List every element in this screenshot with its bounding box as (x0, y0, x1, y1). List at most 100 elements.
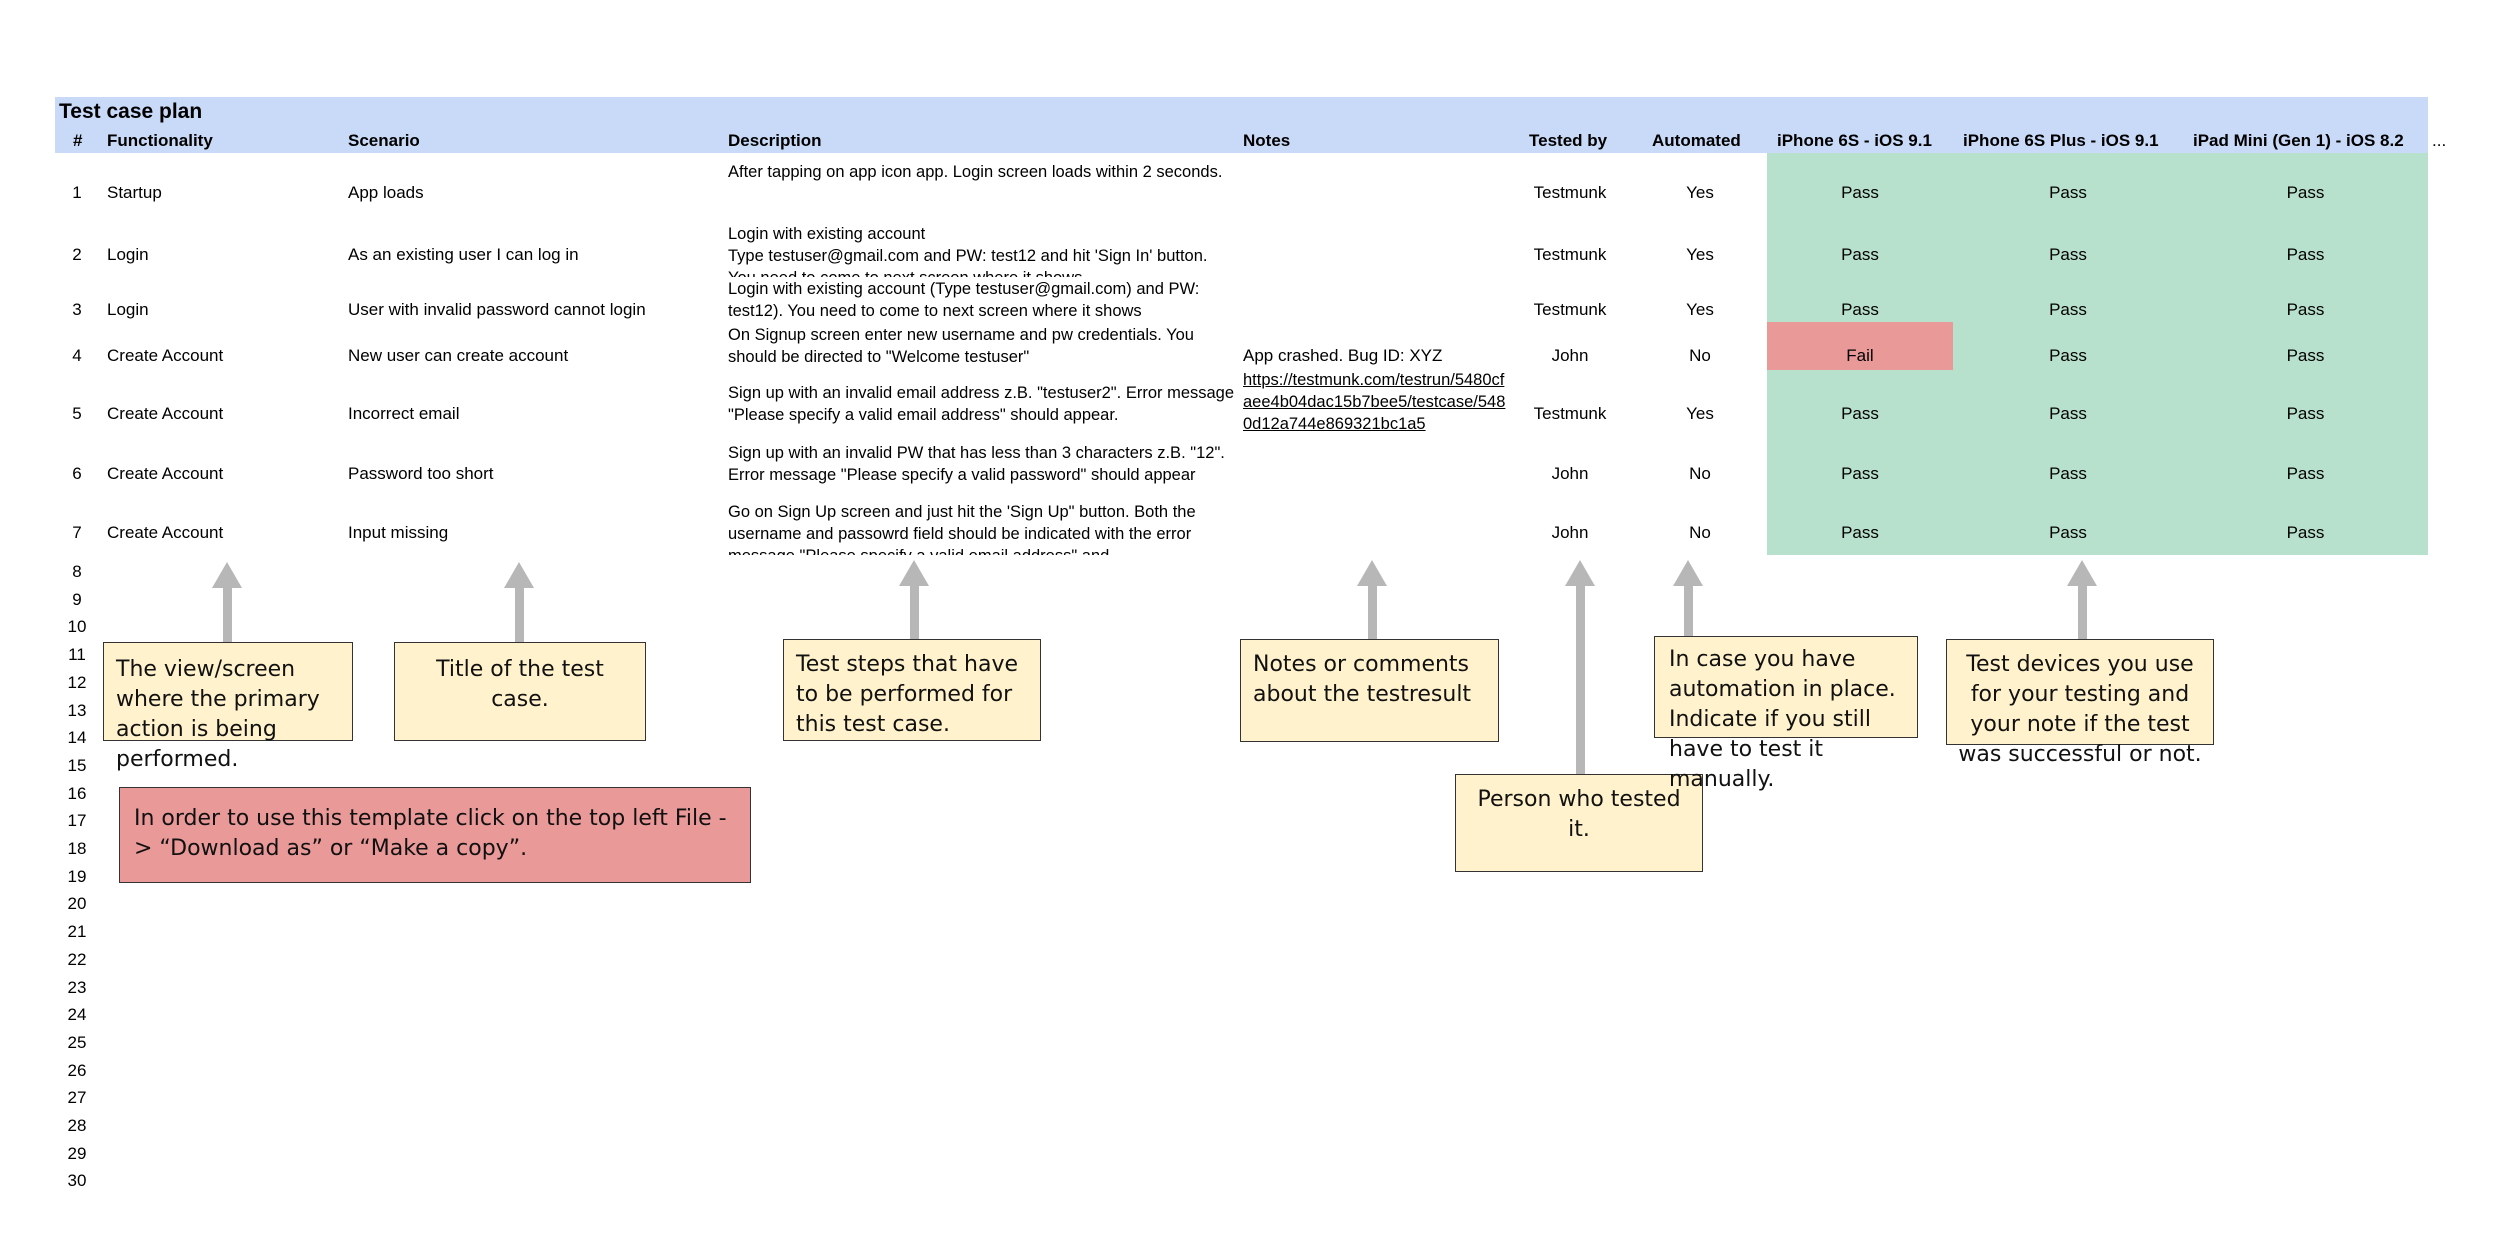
cell-scenario[interactable]: App loads (348, 183, 424, 202)
row-number: 30 (67, 1171, 87, 1191)
cell-d1[interactable]: Pass (1841, 300, 1879, 319)
arrow-up-icon (504, 562, 534, 642)
cell-d2[interactable]: Pass (2049, 464, 2087, 483)
cell-d1[interactable]: Pass (1841, 464, 1879, 483)
cell-d2[interactable]: Pass (2049, 300, 2087, 319)
cell-functionality[interactable]: Login (107, 245, 149, 264)
cell-d3[interactable]: Pass (2286, 404, 2325, 423)
cell-tested-by[interactable]: John (1551, 523, 1589, 542)
notes-link[interactable]: https://testmunk.com/testrun/5480cfaee4b… (1243, 371, 1506, 433)
col-header-device-1[interactable]: iPhone 6S - iOS 9.1 (1777, 131, 1932, 150)
cell-tested-by[interactable]: John (1551, 464, 1589, 483)
cell-d1[interactable]: Fail (1846, 346, 1874, 365)
cell-num[interactable]: 2 (72, 245, 82, 264)
cell-automated[interactable]: No (1689, 346, 1711, 365)
cell-num[interactable]: 3 (72, 300, 82, 319)
callout-automated: In case you have automation in place. In… (1654, 636, 1918, 792)
cell-d3[interactable]: Pass (2286, 245, 2325, 264)
cell-d2[interactable]: Pass (2049, 346, 2087, 365)
arrow-up-icon (212, 562, 242, 642)
header-band (55, 97, 2428, 153)
arrow-up-icon (2067, 560, 2097, 639)
cell-functionality[interactable]: Create Account (107, 464, 224, 483)
row-number: 17 (67, 811, 87, 831)
col-header-device-3[interactable]: iPad Mini (Gen 1) - iOS 8.2 (2193, 131, 2404, 150)
cell-d1[interactable]: Pass (1841, 523, 1879, 542)
row-number: 19 (67, 866, 87, 886)
cell-d1[interactable]: Pass (1841, 404, 1879, 423)
row-number: 14 (67, 728, 87, 748)
cell-automated[interactable]: Yes (1686, 404, 1714, 423)
callout-tested-by: Person who tested it. (1455, 774, 1703, 872)
callout-scenario: Title of the test case. (394, 642, 646, 741)
cell-scenario[interactable]: User with invalid password cannot login (348, 300, 646, 319)
cell-description[interactable]: Sign up with an invalid email address z.… (728, 384, 1235, 424)
row-number: 8 (72, 562, 82, 581)
cell-scenario[interactable]: Input missing (348, 523, 449, 542)
cell-d2[interactable]: Pass (2049, 245, 2087, 264)
cell-functionality[interactable]: Login (107, 300, 149, 319)
cell-description[interactable]: After tapping on app icon app. Login scr… (728, 163, 1223, 181)
cell-functionality[interactable]: Create Account (107, 523, 224, 542)
row-number: 18 (67, 839, 87, 858)
cell-d3[interactable]: Pass (2286, 183, 2325, 202)
cell-num[interactable]: 7 (72, 523, 82, 542)
col-header-tested-by[interactable]: Tested by (1529, 131, 1608, 150)
col-header-device-2[interactable]: iPhone 6S Plus - iOS 9.1 (1963, 131, 2159, 150)
cell-tested-by[interactable]: Testmunk (1533, 404, 1607, 423)
row-number: 26 (67, 1060, 87, 1080)
cell-tested-by[interactable]: John (1551, 346, 1589, 365)
row-number: 16 (67, 783, 87, 803)
cell-num[interactable]: 4 (72, 346, 82, 365)
row-number: 21 (67, 922, 87, 942)
col-header-num[interactable]: # (73, 131, 83, 150)
cell-d1[interactable]: Pass (1841, 245, 1879, 264)
cell-d3[interactable]: Pass (2286, 464, 2325, 483)
cell-scenario[interactable]: Password too short (348, 464, 494, 483)
cell-notes[interactable]: App crashed. Bug ID: XYZ (1243, 346, 1443, 365)
cell-num[interactable]: 6 (72, 464, 82, 483)
col-header-description[interactable]: Description (728, 131, 822, 150)
cell-scenario[interactable]: Incorrect email (348, 404, 460, 423)
cell-scenario[interactable]: As an existing user I can log in (348, 245, 579, 264)
cell-notes[interactable]: https://testmunk.com/testrun/5480cfaee4b… (1243, 369, 1507, 439)
cell-tested-by[interactable]: Testmunk (1533, 245, 1607, 264)
cell-tested-by[interactable]: Testmunk (1533, 300, 1607, 319)
cell-automated[interactable]: No (1689, 523, 1711, 542)
arrow-up-icon (899, 560, 929, 639)
cell-functionality[interactable]: Startup (107, 183, 162, 202)
cell-automated[interactable]: Yes (1686, 183, 1714, 202)
fail-cell-background (1767, 322, 1953, 370)
cell-d2[interactable]: Pass (2049, 523, 2087, 542)
cell-scenario[interactable]: New user can create account (348, 346, 569, 365)
arrow-up-icon (1565, 560, 1595, 774)
cell-d3[interactable]: Pass (2286, 300, 2325, 319)
cell-d1[interactable]: Pass (1841, 183, 1879, 202)
cell-tested-by[interactable]: Testmunk (1533, 183, 1607, 202)
cell-description[interactable]: On Signup screen enter new username and … (728, 326, 1194, 366)
cell-functionality[interactable]: Create Account (107, 404, 224, 423)
cell-d3[interactable]: Pass (2286, 523, 2325, 542)
col-header-functionality[interactable]: Functionality (107, 131, 213, 150)
cell-description[interactable]: Login with existing account (Type testus… (728, 280, 1200, 320)
cell-d2[interactable]: Pass (2049, 183, 2087, 202)
callout-description: Test steps that have to be performed for… (783, 639, 1041, 741)
cell-functionality[interactable]: Create Account (107, 346, 224, 365)
cell-d2[interactable]: Pass (2049, 404, 2087, 423)
row-number: 11 (68, 645, 86, 665)
col-header-more[interactable]: ... (2432, 131, 2447, 150)
cell-description[interactable]: Sign up with an invalid PW that has less… (728, 444, 1225, 484)
cell-description[interactable]: Go on Sign Up screen and just hit the 'S… (728, 503, 1196, 555)
row-number: 28 (67, 1116, 87, 1135)
cell-num[interactable]: 5 (72, 404, 82, 423)
arrow-up-icon (1357, 560, 1387, 639)
col-header-notes[interactable]: Notes (1243, 131, 1291, 150)
cell-description[interactable]: Login with existing account Type testuse… (728, 225, 1208, 277)
col-header-automated[interactable]: Automated (1652, 131, 1741, 150)
col-header-scenario[interactable]: Scenario (348, 131, 420, 150)
cell-num[interactable]: 1 (72, 183, 82, 202)
cell-automated[interactable]: No (1689, 464, 1711, 483)
cell-automated[interactable]: Yes (1686, 300, 1714, 319)
cell-d3[interactable]: Pass (2286, 346, 2325, 365)
cell-automated[interactable]: Yes (1686, 245, 1714, 264)
